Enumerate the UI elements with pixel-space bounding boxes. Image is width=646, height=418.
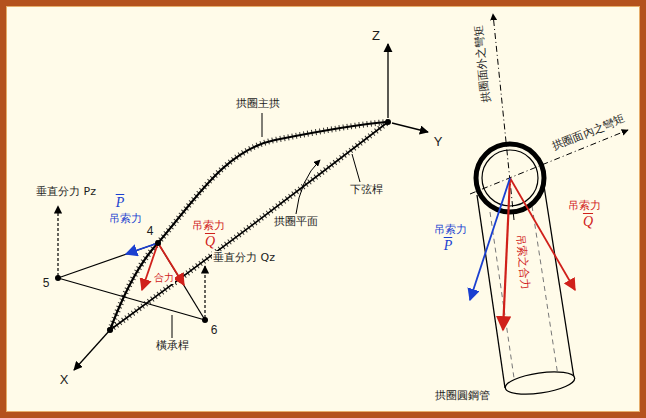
callout-number: 6 xyxy=(210,323,219,337)
vertical-component-arrows xyxy=(57,206,58,276)
joint-dots xyxy=(385,119,391,125)
bottom-chord xyxy=(110,122,388,330)
vector-symbol: Q xyxy=(204,235,216,249)
axis-label: Z xyxy=(371,29,381,43)
moment-axes xyxy=(470,14,628,220)
vector-symbol: P xyxy=(115,196,126,210)
axis-label: Y xyxy=(433,135,444,149)
force-label: 吊索力 xyxy=(433,223,468,237)
leader-lines xyxy=(352,154,360,182)
part-label: 下弦桿 xyxy=(349,183,384,197)
part-label: 拱圈圓鋼管 xyxy=(434,389,491,403)
main-arch xyxy=(110,122,388,330)
axis-arrows xyxy=(74,44,428,370)
moment-axes xyxy=(470,130,628,194)
section-force-arrows xyxy=(503,178,510,330)
moment-axes xyxy=(493,14,514,220)
force-label: 吊索力 xyxy=(191,219,226,233)
cable-force-arrows xyxy=(126,243,184,290)
joint-dots xyxy=(55,119,391,333)
part-label: 拱圈主拱 xyxy=(235,97,281,111)
bottom-chord xyxy=(110,122,388,330)
joint-dots xyxy=(202,317,208,323)
axis-label: X xyxy=(59,373,70,387)
steel-tube xyxy=(477,186,576,398)
force-label: 吊索之合力 xyxy=(512,233,532,291)
joint-dots xyxy=(55,275,61,281)
steel-tube xyxy=(490,212,514,378)
axis-label: 拱圈面外之彎矩 xyxy=(471,24,493,104)
vector-symbol: Q xyxy=(582,215,594,229)
vector-symbol: P xyxy=(443,239,454,253)
leader-lines xyxy=(262,113,263,137)
steel-tube xyxy=(532,206,558,376)
bottom-chord xyxy=(110,122,388,330)
joint-dots xyxy=(155,240,161,246)
force-label: 吊索力 xyxy=(108,212,143,226)
section-force-arrows xyxy=(470,178,510,300)
force-label: 垂直分力 Pz xyxy=(35,185,97,199)
vertical-component-arrows xyxy=(58,206,205,318)
force-label: 垂直分力 Qz xyxy=(212,251,276,265)
callout-number: 5 xyxy=(42,276,51,290)
part-label: 橫承桿 xyxy=(155,339,190,353)
joint-dots xyxy=(107,327,113,333)
steel-tube xyxy=(504,368,576,398)
main-arch xyxy=(110,122,388,330)
callout-number: 4 xyxy=(146,224,155,238)
leader-lines xyxy=(172,315,173,338)
axis-label: 拱圈面內之彎矩 xyxy=(549,112,627,155)
section-force-arrows xyxy=(470,178,575,330)
leader-lines xyxy=(172,113,360,338)
force-label: 吊索力 xyxy=(567,199,602,213)
axis-arrows xyxy=(392,123,428,132)
main-arch xyxy=(110,122,388,330)
leader-lines xyxy=(296,160,320,214)
part-label: 拱圈平面 xyxy=(273,215,319,229)
force-label: 合力 xyxy=(153,272,175,284)
axis-arrows xyxy=(387,44,388,118)
hanger-and-beam-lines xyxy=(58,243,158,278)
vertical-component-arrows xyxy=(204,266,205,318)
steel-tube xyxy=(477,195,505,388)
cable-force-arrows xyxy=(126,243,158,254)
axis-arrows xyxy=(74,330,110,370)
hanger-and-beam-lines xyxy=(58,243,205,320)
